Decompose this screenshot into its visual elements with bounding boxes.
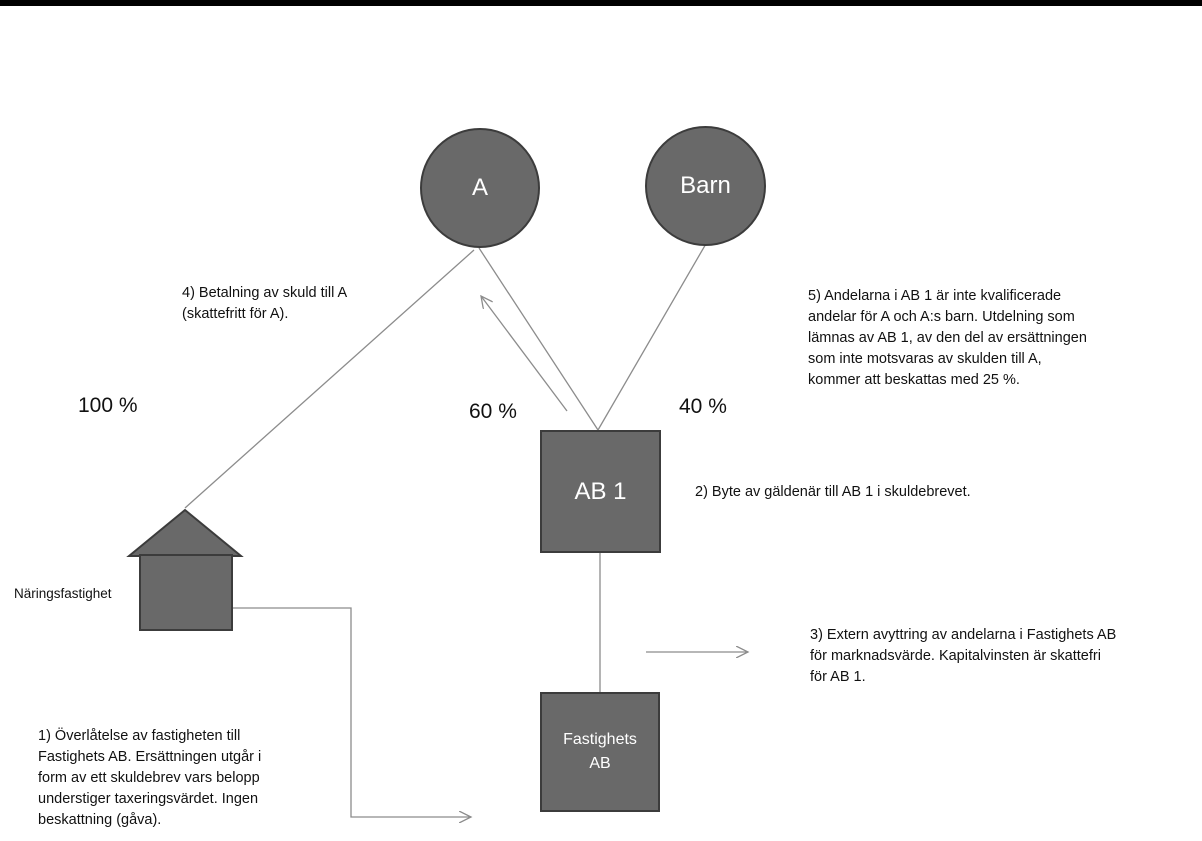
- top-bar: [0, 0, 1202, 6]
- node-a-label: A: [471, 174, 488, 201]
- note-5-dividend: 5) Andelarna i AB 1 är inte kvalificerad…: [808, 286, 1087, 391]
- arrow-transfer-property: [233, 607, 471, 817]
- node-fastighets-ab: Fastighets AB: [540, 692, 660, 812]
- node-barn-label: Barn: [680, 172, 731, 199]
- node-ab1-label: AB 1: [574, 477, 627, 505]
- note-1-line: 1) Överlåtelse av fastigheten till: [38, 728, 241, 744]
- connector-barn-ab1: [597, 241, 708, 431]
- note-3-external-sale: 3) Extern avyttring av andelarna i Fasti…: [810, 625, 1116, 688]
- note-4-line: 4) Betalning av skuld till A: [182, 285, 348, 301]
- arrow-payment-to-a: [481, 296, 568, 412]
- note-1-line: understiger taxeringsvärdet. Ingen: [38, 791, 259, 807]
- note-3-line: 3) Extern avyttring av andelarna i Fasti…: [810, 627, 1117, 643]
- house-body: [139, 554, 233, 631]
- note-1-line: beskattning (gåva).: [38, 812, 162, 828]
- node-fastighets-label-line1: Fastighets: [563, 731, 637, 748]
- note-5-line: andelar för A och A:s barn. Utdelning so…: [808, 309, 1075, 325]
- note-5-line: lämnas av AB 1, av den del av ersättning…: [808, 330, 1087, 346]
- node-fastighets-label-line2: AB: [589, 755, 611, 772]
- percentage-40: 40 %: [679, 395, 727, 418]
- note-1-line: Fastighets AB. Ersättningen utgår i: [38, 749, 262, 765]
- house-label: Näringsfastighet: [14, 586, 112, 601]
- note-3-line: för AB 1.: [810, 669, 866, 685]
- note-5-line: kommer att beskattas med 25 %.: [808, 372, 1020, 388]
- node-barn: Barn: [645, 126, 766, 246]
- percentage-60: 60 %: [469, 400, 517, 423]
- percentage-100: 100 %: [78, 394, 138, 417]
- node-ab1: AB 1: [540, 430, 661, 553]
- note-5-line: som inte motsvaras av skulden till A,: [808, 351, 1042, 367]
- note-1-line: form av ett skuldebrev vars belopp: [38, 770, 260, 786]
- house-roof: [126, 508, 244, 557]
- node-a: A: [420, 128, 540, 248]
- note-3-line: för marknadsvärde. Kapitalvinsten är ska…: [810, 648, 1101, 664]
- connector-a-ab1: [478, 247, 599, 431]
- note-1-transfer: 1) Överlåtelse av fastigheten till Fasti…: [38, 726, 261, 831]
- note-2-debtor-change: 2) Byte av gäldenär till AB 1 i skuldebr…: [695, 484, 971, 500]
- connector-a-house: [184, 249, 475, 509]
- note-4-line: (skattefritt för A).: [182, 306, 289, 322]
- note-4-payment: 4) Betalning av skuld till A (skattefrit…: [182, 283, 347, 325]
- note-5-line: 5) Andelarna i AB 1 är inte kvalificerad…: [808, 288, 1062, 304]
